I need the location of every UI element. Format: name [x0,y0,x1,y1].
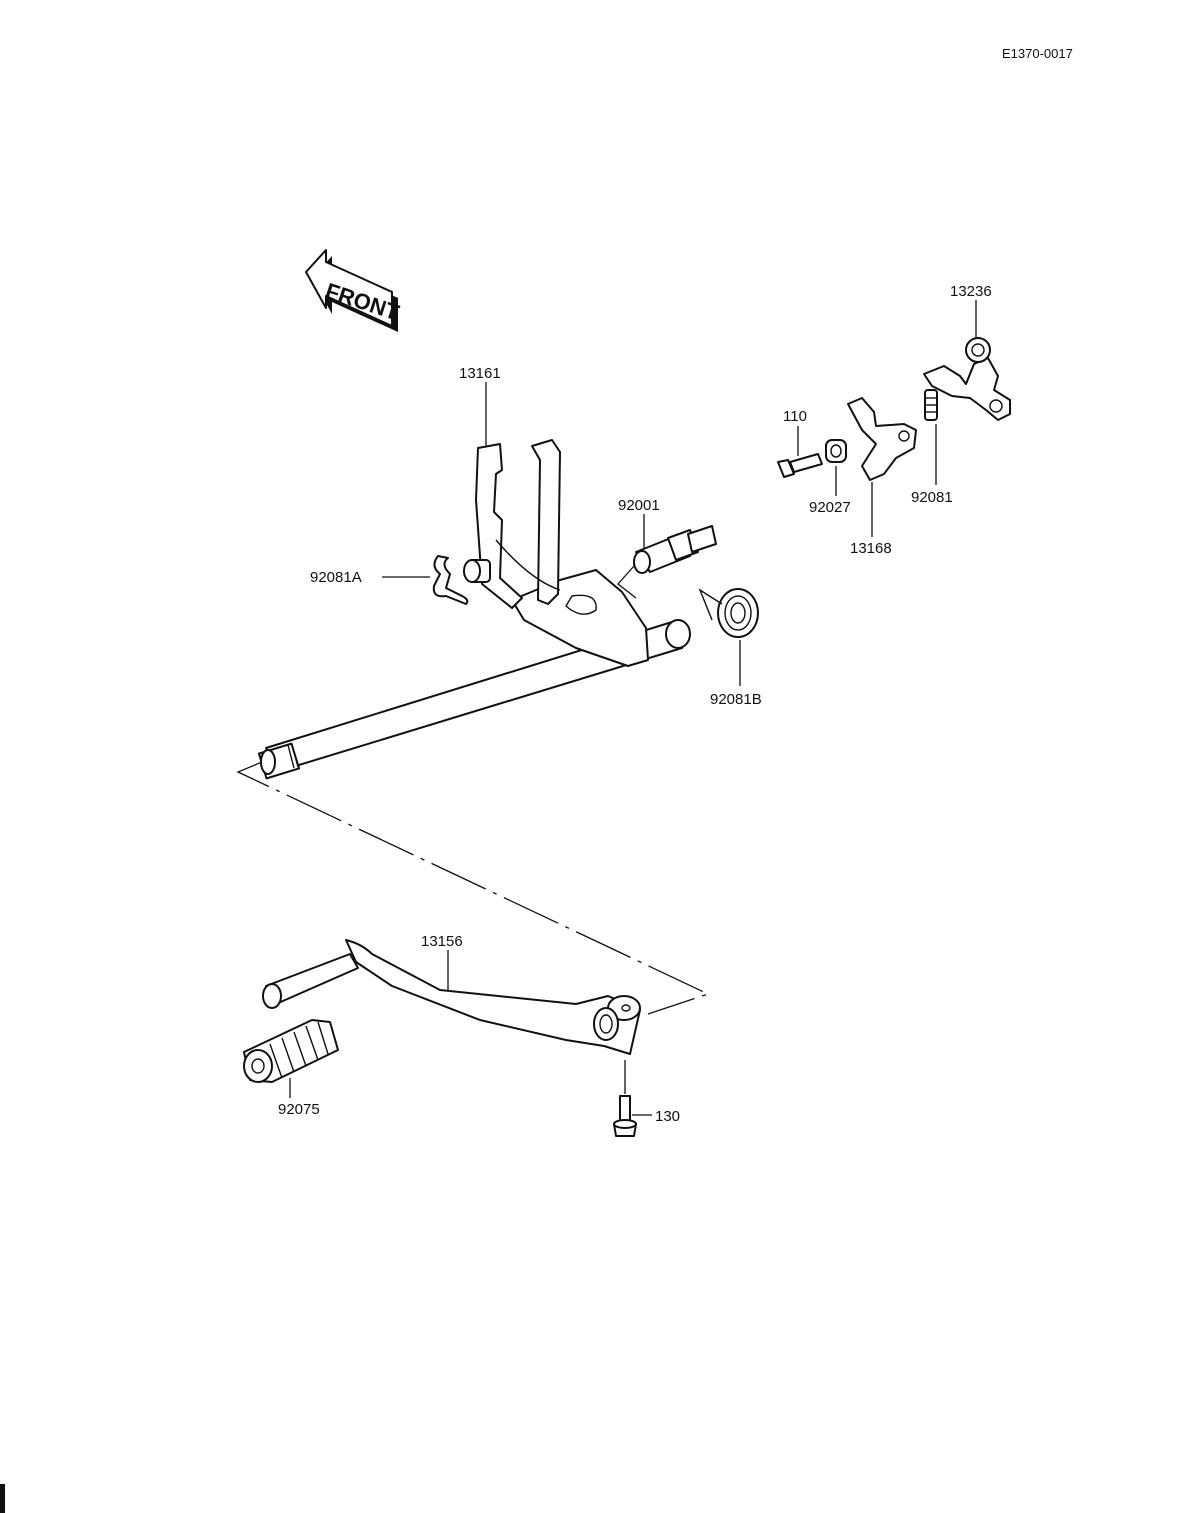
part-label-92081: 92081 [911,489,953,506]
rubber-grip-92075 [243,1019,339,1083]
bolt-130 [613,1095,637,1137]
scan-edge-mark [0,1484,5,1513]
part-label-92075: 92075 [278,1101,320,1118]
part-label-110: 110 [783,408,807,425]
torsion-spring-92081B [698,588,759,638]
plate-13236 [923,337,1011,421]
document-code: E1370-0017 [1002,46,1073,61]
spring-clip-92081A [432,555,469,605]
part-label-13236: 13236 [950,283,992,300]
assembly-line [236,761,710,1015]
part-label-92001: 92001 [618,497,660,514]
shift-shaft-13161 [257,439,691,780]
part-label-13168: 13168 [850,540,892,557]
pin-bolt-92001 [633,525,717,574]
part-label-130: 130 [655,1108,680,1125]
front-arrow-icon: FRONT [305,249,403,332]
shift-pedal-13156 [262,939,641,1055]
part-label-92081A: 92081A [310,569,362,586]
lever-13168 [847,397,917,481]
leader-lines [289,300,977,1116]
bolt-110 [777,453,823,478]
collar-92027 [825,439,847,463]
part-label-92027: 92027 [809,499,851,516]
part-label-92081B: 92081B [710,691,762,708]
part-label-13161: 13161 [459,365,501,382]
part-label-13156: 13156 [421,933,463,950]
spring-92081 [924,389,938,421]
